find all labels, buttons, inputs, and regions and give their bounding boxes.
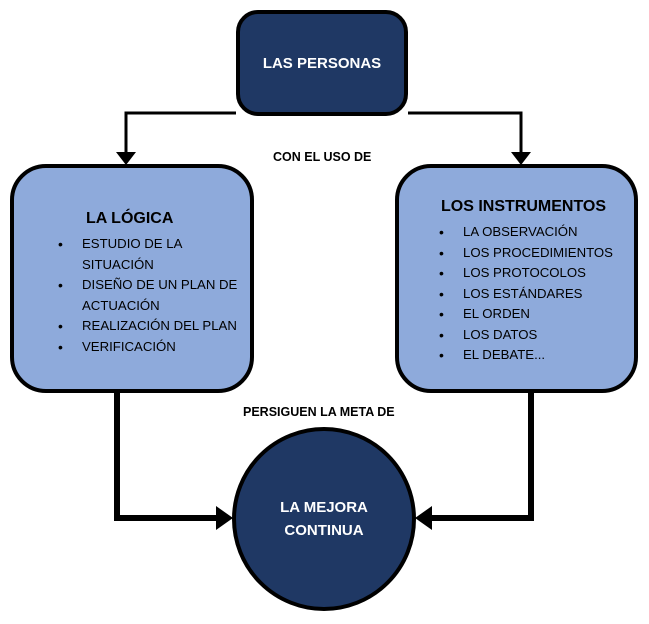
goal-line-2: CONTINUA: [284, 522, 364, 539]
node-label: LAS PERSONAS: [262, 54, 382, 72]
arrow-top-to-right: [408, 111, 523, 158]
arrowhead-left-box: [116, 152, 136, 165]
arrow-top-to-left: [124, 111, 236, 158]
list-item: LOS ESTÁNDARES: [439, 284, 639, 305]
arrowhead-goal-right: [415, 506, 432, 530]
list-item: LOS DATOS: [439, 325, 639, 346]
list-item: LA OBSERVACIÓN: [439, 222, 639, 243]
node-las-personas: LAS PERSONAS: [236, 10, 408, 116]
connector-label-bottom: PERSIGUEN LA META DE: [243, 405, 395, 419]
node-item-list: ESTUDIO DE LA SITUACIÓN DISEÑO DE UN PLA…: [58, 234, 248, 357]
list-item: REALIZACIÓN DEL PLAN: [58, 316, 248, 337]
node-la-mejora-continua: LA MEJORA CONTINUA: [232, 427, 416, 611]
list-item: EL ORDEN: [439, 304, 639, 325]
arrowhead-goal-left: [216, 506, 233, 530]
node-item-list: LA OBSERVACIÓN LOS PROCEDIMIENTOS LOS PR…: [439, 222, 639, 366]
list-item: DISEÑO DE UN PLAN DE ACTUACIÓN: [58, 275, 248, 316]
arrow-right-to-goal: [428, 392, 534, 521]
arrow-left-to-goal: [114, 392, 220, 521]
node-la-logica: LA LÓGICA ESTUDIO DE LA SITUACIÓN DISEÑO…: [10, 164, 254, 393]
node-title: LOS INSTRUMENTOS: [441, 198, 607, 215]
list-item: EL DEBATE...: [439, 345, 639, 366]
list-item: LOS PROCEDIMIENTOS: [439, 243, 639, 264]
goal-line-1: LA MEJORA: [280, 499, 368, 516]
arrowhead-right-box: [511, 152, 531, 165]
list-item: VERIFICACIÓN: [58, 337, 248, 358]
node-title: LA LÓGICA: [86, 210, 174, 227]
list-item: ESTUDIO DE LA SITUACIÓN: [58, 234, 248, 275]
list-item: LOS PROTOCOLOS: [439, 263, 639, 284]
connector-label-top: CON EL USO DE: [273, 150, 372, 164]
node-los-instrumentos: LOS INSTRUMENTOS LA OBSERVACIÓN LOS PROC…: [395, 164, 638, 393]
